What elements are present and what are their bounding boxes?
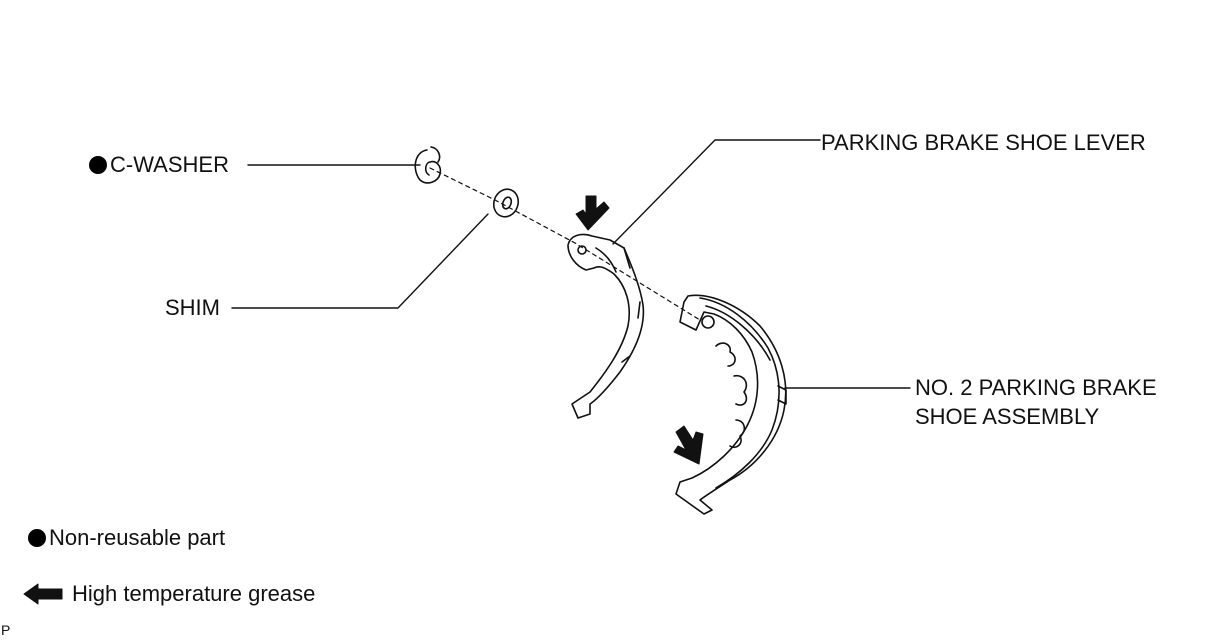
- grease-arrow-icon-lever: [575, 195, 610, 231]
- no2-shoe-assembly-label-line1: NO. 2 PARKING BRAKE: [915, 375, 1157, 400]
- black-arrow-icon: [23, 583, 63, 605]
- filled-circle-icon: [89, 156, 107, 174]
- filled-circle-icon: [28, 529, 46, 547]
- parking-brake-shoe-lever-label: PARKING BRAKE SHOE LEVER: [821, 130, 1146, 155]
- shim-label: SHIM: [165, 295, 220, 320]
- c-washer-label: C-WASHER: [89, 151, 229, 179]
- parking-brake-shoe-lever-part: [567, 233, 645, 419]
- legend-non-reusable: Non-reusable part: [28, 524, 225, 552]
- legend-non-reusable-text: Non-reusable part: [49, 525, 226, 550]
- c-washer-label-text: C-WASHER: [110, 152, 229, 177]
- shim-part: [492, 188, 520, 218]
- no2-shoe-assembly-label-line2: SHOE ASSEMBLY: [915, 404, 1100, 429]
- figure-code: P: [1, 622, 11, 638]
- no2-shoe-assembly-part: [675, 294, 787, 515]
- c-washer-part: [414, 146, 442, 184]
- shim-leader-line: [231, 213, 489, 309]
- legend-grease-text: High temperature grease: [72, 581, 316, 606]
- grease-arrow-icon-shoe: [673, 425, 704, 465]
- assembly-axis-line: [429, 167, 701, 321]
- lever-leader-line: [612, 139, 821, 245]
